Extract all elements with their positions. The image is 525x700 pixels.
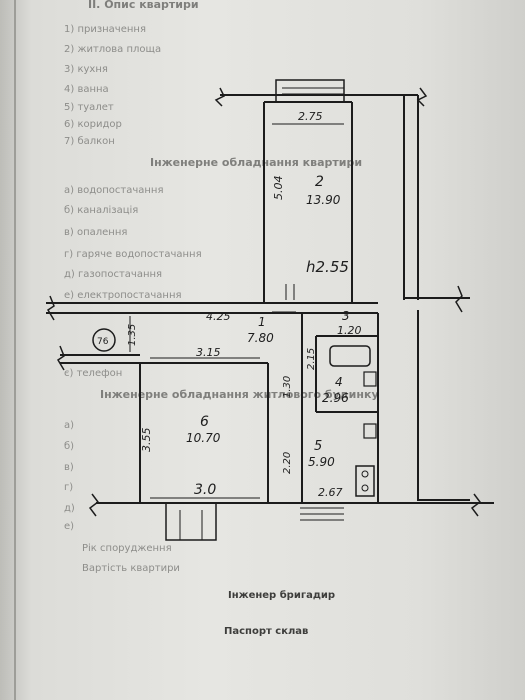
bathtub [329,345,371,367]
stamp-number: 76 [97,337,109,347]
dim-label: 2.20 [282,452,293,474]
apartment-cost-label: Вартість квартири [82,563,180,574]
room2-area: 13.90 [306,193,341,207]
dim-label: 3.55 [140,428,153,453]
room4-number: 4 [335,375,343,389]
break-mark-top-right [416,87,428,107]
apartment-row: е) електропостачання [64,290,182,301]
break-mark-bottom-left [88,493,100,517]
entrance-posts [179,510,203,540]
dim-label: 1.35 [127,324,138,346]
sink-kitchen [363,423,377,439]
break-mark-left [56,345,65,371]
outer-wall-right-lower [417,310,470,501]
stove [355,465,375,497]
building-engineering-title: Інженерне обладнання житлового будинку [100,388,379,401]
entrance-steps [300,507,344,521]
apartment-row: г) гаряче водопостачання [64,249,202,260]
dim-label: 2.75 [298,110,323,123]
stove-burner [361,484,369,492]
header-row: 4) ванна [64,84,109,95]
ceiling-height: h2.55 [306,258,349,276]
building-row: а) [64,420,75,431]
room3-area: 1.20 [337,324,362,337]
apartment-row: є) телефон [64,368,123,379]
room1-area: 7.80 [247,331,274,345]
apartment-row: б) каналізація [64,205,139,216]
apartment-row: в) опалення [64,227,128,238]
break-mark-top-left [214,87,226,107]
engineer-label: Інженер бригадир [228,590,336,601]
year-built-label: Рік спорудження [82,543,172,554]
dim-label: 2.67 [318,486,343,499]
apartment-row: а) водопостачання [64,185,164,196]
room2-number: 2 [315,174,324,190]
dim-label: 3.15 [196,346,221,359]
break-mark-mid-left [46,295,55,321]
building-row: г) [64,482,74,493]
room6-area: 10.70 [186,431,221,445]
header-row: 1) призначення [64,24,146,35]
building-row: в) [64,462,74,473]
balcony [275,79,345,103]
stove-burner [361,470,369,478]
room6-number: 6 [200,414,209,430]
wall-left-corridor [60,354,140,364]
header-row: 7) балкон [64,136,115,147]
room5-area: 5.90 [308,455,335,469]
header-row: 2) житлова площа [64,44,162,55]
room3-number: 3 [342,309,350,323]
apartment-engineering-title: Інженерне обладнання квартири [150,156,363,169]
header-title: ІІ. Опис квартири [88,0,199,11]
dim-label: 1.30 [282,376,293,398]
room1-number: 1 [258,315,266,329]
building-row: е) [64,521,75,532]
dim-label: 5.04 [272,176,285,201]
break-mark-bottom-right [470,493,482,517]
passport-author-label: Паспорт склав [224,626,309,637]
page-fold [14,0,16,700]
apartment-row: д) газопостачання [64,269,163,280]
header-row: 5) туалет [64,102,114,113]
sink-bath [363,371,377,387]
door-mark [285,284,295,300]
dim-label: 2.15 [306,348,317,370]
outer-wall-right-upper [403,95,419,300]
dim-label: 4.25 [206,310,231,323]
break-mark-right [455,285,463,313]
dim-label: 3.0 [194,482,216,498]
entrance [165,503,217,541]
building-row: б) [64,441,75,452]
header-row: 6) коридор [64,119,122,130]
header-row: 3) кухня [64,64,108,75]
stamp-circle [92,328,116,352]
room4-area: 2.96 [322,391,349,405]
building-row: д) [64,503,75,514]
room5-number: 5 [314,439,322,454]
balcony-lines [282,87,344,95]
